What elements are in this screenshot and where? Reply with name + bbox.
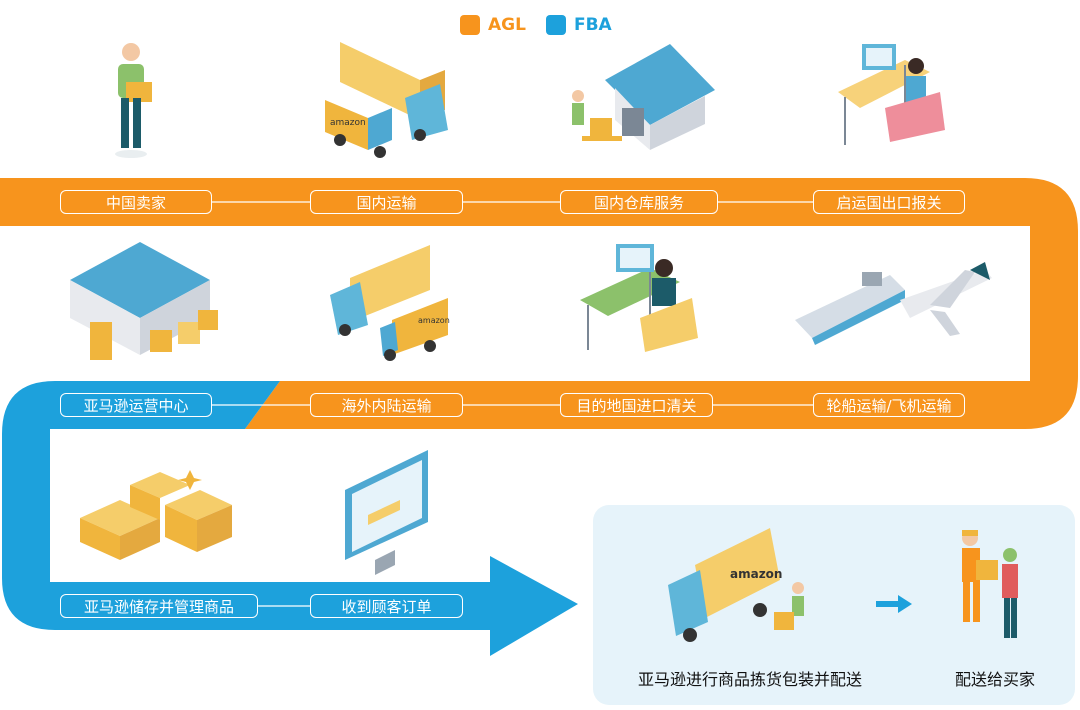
step-import-customs: 目的地国进口清关 [560,393,713,417]
seller-person-icon [115,43,152,158]
warehouse-icon [572,44,715,150]
step-domestic-warehouse: 国内仓库服务 [560,190,718,214]
legend-label-agl: AGL [488,15,526,35]
customs-desk-icon [838,44,945,145]
step-fulfillment-center: 亚马逊运营中心 [60,393,212,417]
svg-text:amazon: amazon [418,316,450,325]
step-china-seller: 中国卖家 [60,190,212,214]
storage-boxes-icon [80,470,232,560]
svg-text:amazon: amazon [730,567,782,581]
import-desk-icon [580,244,698,352]
step-domestic-transport: 国内运输 [310,190,463,214]
svg-text:amazon: amazon [330,118,366,128]
legend-item-fba: FBA [545,15,612,35]
airplane-icon [900,262,992,336]
step-export-customs: 启运国出口报关 [813,190,965,214]
step-ship-air-transport: 轮船运输/飞机运输 [813,393,965,417]
delivery-panel [593,505,1075,705]
step-customer-order: 收到顾客订单 [310,594,463,618]
agl-track [0,178,1078,429]
legend: AGL FBA [460,12,612,38]
fulfillment-center-icon [70,242,218,360]
delivery-handover-icon [962,530,1018,638]
amazon-delivery-truck-icon: amazon [668,528,804,642]
step-amazon-storage: 亚马逊储存并管理商品 [60,594,258,618]
step-pick-pack-ship: 亚马逊进行商品拣货包装并配送 [637,670,862,689]
legend-label-fba: FBA [573,15,612,35]
ship-icon [795,272,905,345]
overseas-truck-icon: amazon [330,245,450,361]
legend-swatch-agl [460,15,480,35]
legend-swatch-fba [545,15,566,35]
arrow-right-icon [876,595,912,613]
domestic-truck-icon: amazon [325,42,448,158]
monitor-order-icon [345,450,428,575]
fba-track [2,381,578,656]
step-deliver-to-buyer: 配送给买家 [954,670,1035,689]
step-overseas-transport: 海外内陆运输 [310,393,463,417]
legend-item-agl: AGL [460,15,526,35]
